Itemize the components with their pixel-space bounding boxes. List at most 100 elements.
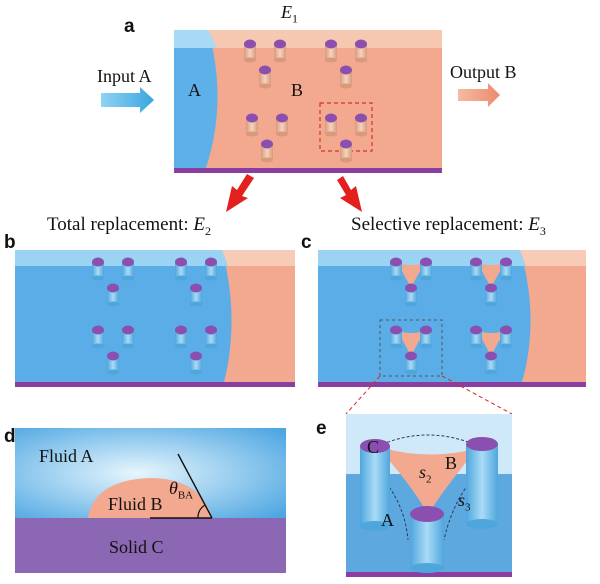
zoom-line-left — [345, 375, 381, 415]
pillar-c1-left — [390, 257, 402, 281]
energy-e1: E1 — [281, 2, 298, 27]
e-label-a: A — [381, 510, 394, 530]
pillar-c2-front — [485, 283, 497, 307]
pillar-a1-front — [259, 65, 271, 89]
pillar-c3-left — [390, 325, 402, 349]
panel-c — [318, 250, 586, 387]
pillar-e-front-body — [410, 514, 444, 568]
pillar-b4-right — [205, 325, 217, 349]
angle-sub: BA — [177, 489, 194, 502]
pillar-e-front-bottom — [410, 563, 444, 573]
pillar-a3-left — [246, 113, 258, 137]
pillar-b1-left — [92, 257, 104, 281]
channel-a-fluid-b — [174, 30, 442, 172]
zoom-box — [379, 319, 443, 377]
panel-letter-d: d — [4, 426, 16, 447]
pillar-e-left-top — [360, 439, 390, 453]
channel-a-top-surface — [174, 30, 442, 48]
pillar-c1-right — [420, 257, 432, 281]
output-label: Output B — [450, 62, 517, 82]
pillar-a4-right — [355, 113, 367, 137]
pillar-a2-left — [325, 39, 337, 63]
input-label: Input A — [97, 66, 152, 86]
energy-e1-symbol: E — [281, 2, 292, 22]
channel-c-fluid-a — [318, 250, 531, 382]
e-label-b: B — [445, 453, 458, 473]
panel-letter-e: e — [316, 418, 327, 439]
channel-c-top-b — [520, 250, 586, 266]
fluid-b-label: Fluid B — [108, 494, 163, 514]
pillar-a4-front — [340, 139, 352, 163]
pillars-b — [92, 257, 217, 375]
trapped-fluid-b-4 — [476, 330, 506, 356]
s2-sub: 2 — [426, 473, 432, 486]
fluid-a-label: Fluid A — [39, 446, 94, 466]
pillar-c4-right — [500, 325, 512, 349]
pillar-a1-left — [244, 39, 256, 63]
fluid-a-region — [174, 30, 218, 168]
input-arrow — [101, 87, 154, 113]
pillar-c2-right — [500, 257, 512, 281]
trapped-fluid-b-3 — [396, 330, 426, 356]
pillar-e-right-body — [466, 444, 498, 524]
trapped-fluid-b-2 — [476, 262, 506, 288]
pillar-c2-left — [470, 257, 482, 281]
pillar-b2-right — [205, 257, 217, 281]
fluid-b-droplet — [88, 478, 212, 518]
pillar-e-right-bottom — [466, 519, 498, 529]
s3-symbol: s — [458, 490, 466, 510]
pillar-a2-right — [355, 39, 367, 63]
solid-c-area — [15, 518, 286, 573]
caption-b-text: Total replacement: — [47, 214, 194, 235]
region-b-label: B — [291, 80, 304, 100]
pillar-a1-right — [274, 39, 286, 63]
fluid-a-top — [174, 30, 216, 48]
pillar-a3-front — [261, 139, 273, 163]
e-label-s2: s2 — [419, 462, 432, 486]
panel-e — [346, 414, 512, 577]
pillar-c1-front — [405, 283, 417, 307]
output-arrow — [458, 83, 500, 107]
pillar-b3-right — [122, 325, 134, 349]
region-a-label: A — [188, 80, 201, 100]
pillar-b4-left — [175, 325, 187, 349]
panel-letter-a: a — [124, 16, 135, 37]
caption-c-energy: E — [528, 214, 540, 235]
pillar-a3-right — [276, 113, 288, 137]
tangent-line — [177, 453, 213, 519]
angle-symbol: θ — [169, 478, 178, 498]
solid-c-label: Solid C — [109, 537, 164, 557]
panel-a — [174, 30, 442, 173]
caption-b-energy: E — [193, 214, 205, 235]
red-arrow-to-b — [226, 174, 254, 212]
channel-b-fluid-a — [15, 250, 232, 382]
pillar-b4-front — [190, 351, 202, 375]
pillar-b3-left — [92, 325, 104, 349]
channel-c-floor — [318, 382, 586, 387]
pillar-a2-front — [340, 65, 352, 89]
angle-arc — [197, 504, 206, 519]
pillars-c — [390, 257, 512, 375]
panel-b — [15, 250, 295, 387]
pillar-e-right-top — [466, 437, 498, 451]
contact-angle-label: θBA — [169, 478, 193, 502]
panel-letter-b: b — [4, 232, 16, 253]
caption-c-sub: 3 — [539, 223, 546, 238]
zoom-line-right — [441, 375, 513, 415]
pillar-b3-front — [107, 351, 119, 375]
caption-c: Selective replacement: E3 — [351, 214, 546, 239]
fluid-b-meniscus — [376, 446, 478, 514]
pillar-c3-front — [405, 351, 417, 375]
red-arrow-to-c — [337, 176, 362, 212]
e-floor — [346, 572, 512, 577]
caption-b-sub: 2 — [205, 223, 211, 238]
pillar-b1-front — [107, 283, 119, 307]
pillar-b1-right — [122, 257, 134, 281]
channel-b-top — [15, 250, 228, 266]
e-label-s3: s3 — [458, 490, 471, 514]
pillar-e-left-bottom — [360, 521, 390, 531]
pillar-b2-front — [190, 283, 202, 307]
channel-a-floor — [174, 168, 442, 173]
pillars-a — [244, 39, 367, 163]
